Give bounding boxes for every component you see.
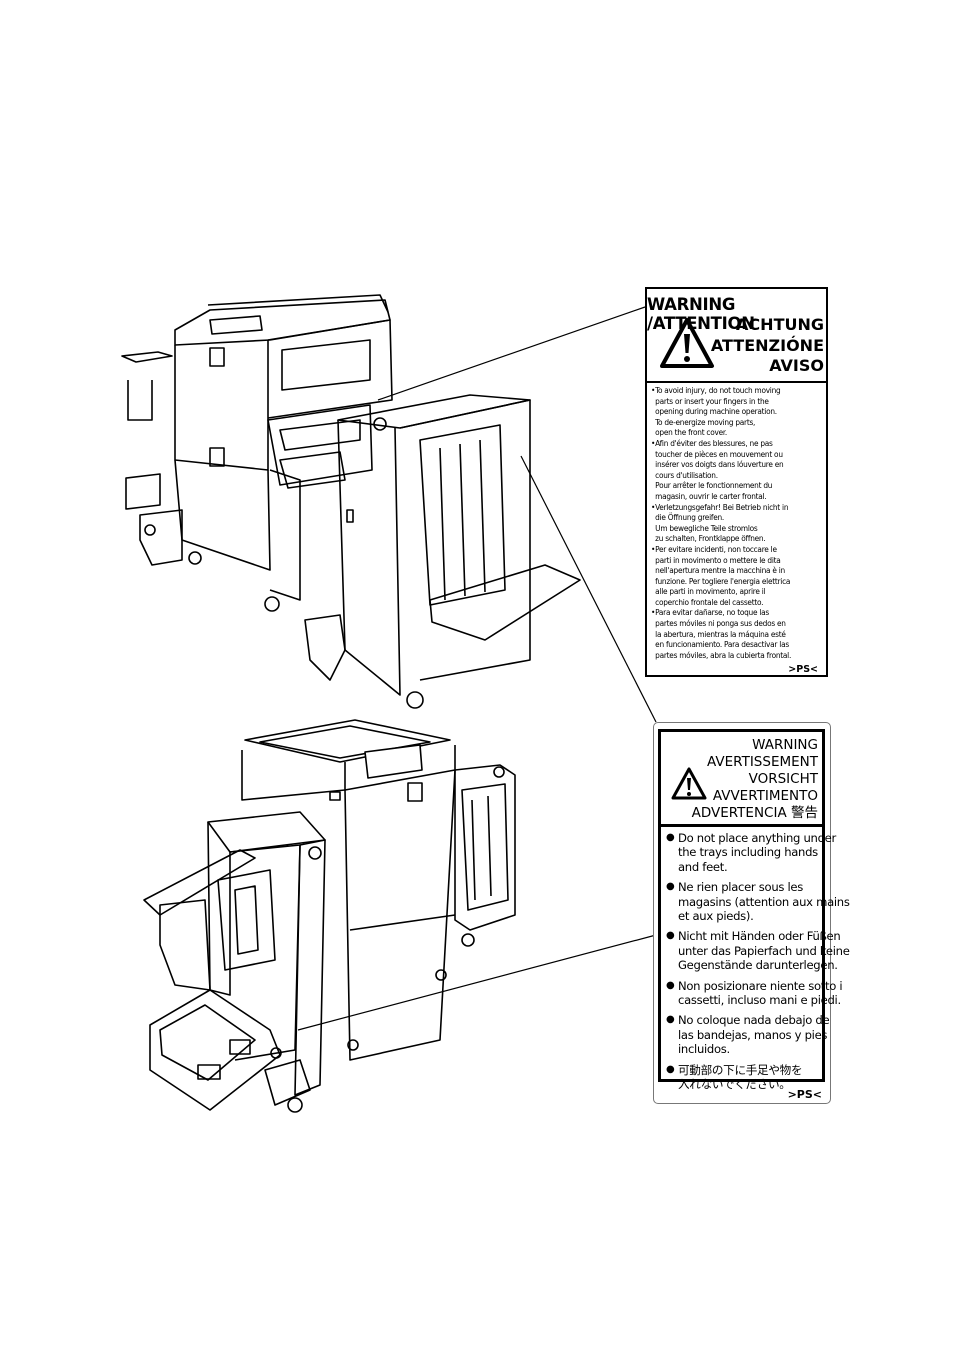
warning-label-bottom-header: WARNING AVERTISSEMENT VORSICHT AVVERTIME… <box>661 732 822 827</box>
heading-achtung: ACHTUNG <box>736 315 824 334</box>
label-line: open the front cover. <box>651 427 727 438</box>
leader-line-top-a <box>377 306 646 401</box>
label-line: partes móviles, abra la cubierta frontal… <box>651 649 792 660</box>
heading-vorsicht: VORSICHT <box>748 771 818 787</box>
warning-item: 可動部の下に手足や物を 入れないでください。 <box>666 1063 822 1092</box>
ps-marking: >PS< <box>788 664 818 675</box>
warning-label-top: WARNING /ATTENTION ACHTUNG ATTENZIÓNE AV… <box>645 287 828 677</box>
label-line: Um bewegliche Teile stromlos <box>651 522 758 533</box>
label-line: To de-energize moving parts, <box>651 416 756 427</box>
ps-marking: >PS< <box>787 1088 822 1101</box>
label-line: •Para evitar dañarse, no toque las <box>651 607 769 618</box>
label-line: en funcionamiento. Para desactivar las <box>651 639 789 650</box>
heading-warning: WARNING <box>752 737 818 753</box>
label-line: zu schalten, Frontklappe öffnen. <box>651 533 766 544</box>
heading-warning-attention: WARNING /ATTENTION <box>647 295 755 333</box>
label-line: die Öffnung greifen. <box>651 512 725 523</box>
warning-label-top-body: •To avoid injury, do not touch moving pa… <box>647 383 826 660</box>
warning-item: No coloque nada debajo de las bandejas, … <box>666 1013 830 1056</box>
warning-label-bottom: WARNING AVERTISSEMENT VORSICHT AVVERTIME… <box>653 722 850 1104</box>
label-line: opening during machine operation. <box>651 406 777 417</box>
warning-label-bottom-frame: WARNING AVERTISSEMENT VORSICHT AVVERTIME… <box>658 729 850 1091</box>
label-line: nell'apertura mentre la macchina è in <box>651 565 785 576</box>
label-line: •Afin d'éviter des blessures, ne pas <box>651 437 773 448</box>
label-line: toucher de pièces en mouvement ou <box>651 448 783 459</box>
label-line: funzione. Per togliere l'energia elettri… <box>651 575 791 586</box>
warning-label-top-header: WARNING /ATTENTION ACHTUNG ATTENZIÓNE AV… <box>647 289 826 383</box>
heading-attenzione: ATTENZIÓNE <box>710 336 824 355</box>
heading-advertencia: ADVERTENCIA 警告 <box>691 805 818 821</box>
label-line: parts or insert your fingers in the <box>651 395 769 406</box>
warning-item: Nicht mit Händen oder Füßen unter das Pa… <box>666 929 850 972</box>
warning-item: Do not place anything under the trays in… <box>666 831 836 874</box>
label-line: insérer vos doigts dans lóuverture en <box>651 459 784 470</box>
label-line: magasin, ouvrir le carter frontal. <box>651 490 767 501</box>
label-line: parti in movimento o mettere le dita <box>651 554 781 565</box>
heading-avertissement: AVERTISSEMENT <box>707 754 818 770</box>
label-line: Pour arrêter le fonctionnement du <box>651 480 773 491</box>
label-line: alle parti in movimento, aprire il <box>651 586 766 597</box>
warning-item: Ne rien placer sous les magasins (attent… <box>666 880 850 923</box>
label-line: •Per evitare incidenti, non toccare le <box>651 543 777 554</box>
label-line: la abertura, mientras la máquina esté <box>651 628 786 639</box>
label-line: •Verletzungsgefahr! Bei Betrieb nicht in <box>651 501 789 512</box>
heading-avvertimento: AVVERTIMENTO <box>712 788 818 804</box>
warning-triangle-icon <box>660 318 714 368</box>
label-line: cours d'utilisation. <box>651 469 718 480</box>
label-line: •To avoid injury, do not touch moving <box>651 385 781 395</box>
warning-triangle-icon <box>671 767 707 800</box>
leader-line-top-b <box>520 455 657 723</box>
label-line: coperchio frontale del cassetto. <box>651 596 764 607</box>
bottom-machine-drawing <box>143 719 516 1113</box>
leader-line-bottom <box>297 934 657 1031</box>
heading-aviso: AVISO <box>769 356 824 375</box>
top-machine-drawing <box>121 294 581 709</box>
warning-label-bottom-body: Do not place anything under the trays in… <box>661 827 850 1092</box>
label-line: partes móviles ni ponga sus dedos en <box>651 618 786 629</box>
warning-item: Non posizionare niente sotto i cassetti,… <box>666 979 843 1008</box>
